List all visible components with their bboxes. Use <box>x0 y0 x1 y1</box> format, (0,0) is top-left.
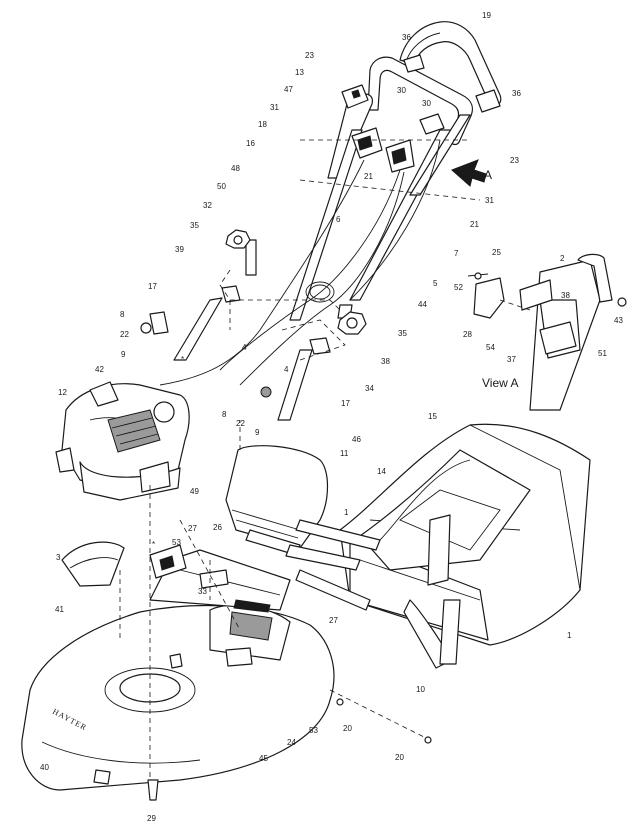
part-label-34: 34 <box>365 384 374 393</box>
part-label-52: 52 <box>454 283 463 292</box>
part-label-36: 36 <box>402 33 411 42</box>
rear-flap <box>61 541 125 587</box>
grass-collector <box>339 423 591 669</box>
part-label-41: 41 <box>55 605 64 614</box>
part-label-27: 27 <box>329 616 338 625</box>
part-label-43: 43 <box>614 316 623 325</box>
star-mark-b: * <box>152 540 155 549</box>
rear-guard-plate <box>225 445 329 556</box>
part-number-callouts: 19 36 23 13 47 30 36 30 31 18 16 23 48 2… <box>40 11 623 823</box>
part-label-23: 23 <box>305 51 314 60</box>
part-label-22: 22 <box>236 419 245 428</box>
part-label-2: 2 <box>560 254 565 263</box>
deck-guide-lines <box>119 420 431 780</box>
part-label-21: 21 <box>364 172 373 181</box>
part-label-16: 16 <box>246 139 255 148</box>
upper-handle-bar <box>289 21 502 321</box>
part-label-6: 6 <box>336 215 341 224</box>
part-label-35: 35 <box>190 221 199 230</box>
handle-clamp-brackets <box>341 54 501 135</box>
deck-side-bracket <box>149 544 187 579</box>
part-label-38: 38 <box>381 357 390 366</box>
part-label-23: 23 <box>510 156 519 165</box>
part-label-8: 8 <box>222 410 227 419</box>
part-label-18: 18 <box>258 120 267 129</box>
part-label-54: 54 <box>486 343 495 352</box>
part-label-25: 25 <box>492 248 501 257</box>
part-label-5: 5 <box>433 279 438 288</box>
part-label-45: 45 <box>259 754 268 763</box>
part-label-30: 30 <box>422 99 431 108</box>
part-label-31: 31 <box>270 103 279 112</box>
handle-knobs <box>140 229 367 398</box>
part-label-13: 13 <box>295 68 304 77</box>
control-levers <box>351 127 415 173</box>
part-label-53: 53 <box>172 538 181 547</box>
part-label-51: 51 <box>598 349 607 358</box>
part-label-17: 17 <box>148 282 157 291</box>
view-a-inset <box>467 253 627 411</box>
part-label-28: 28 <box>463 330 472 339</box>
part-label-4: 4 <box>242 343 247 352</box>
connecting-rods <box>285 519 381 611</box>
part-label-53: 53 <box>309 726 318 735</box>
part-label-3: 3 <box>56 553 61 562</box>
part-label-20: 20 <box>343 724 352 733</box>
part-label-21: 21 <box>470 220 479 229</box>
part-label-9: 9 <box>121 350 126 359</box>
part-label-49: 49 <box>190 487 199 496</box>
arrow-a-label: A <box>484 168 492 182</box>
part-label-29: 29 <box>147 814 156 823</box>
part-label-36: 36 <box>512 89 521 98</box>
part-label-9: 9 <box>255 428 260 437</box>
part-label-48: 48 <box>231 164 240 173</box>
part-label-22: 22 <box>120 330 129 339</box>
part-label-12: 12 <box>58 388 67 397</box>
part-label-8: 8 <box>120 310 125 319</box>
part-label-7: 7 <box>454 249 459 258</box>
part-label-27: 27 <box>188 524 197 533</box>
engine <box>55 381 190 501</box>
part-label-40: 40 <box>40 763 49 772</box>
lower-handle-tubes <box>149 239 353 421</box>
part-label-17: 17 <box>341 399 350 408</box>
part-label-20: 20 <box>395 753 404 762</box>
part-label-14: 14 <box>377 467 386 476</box>
part-label-11: 11 <box>340 449 349 458</box>
part-label-38: 38 <box>561 291 570 300</box>
part-label-47: 47 <box>284 85 293 94</box>
part-label-32: 32 <box>203 201 212 210</box>
part-label-42: 42 <box>95 365 104 374</box>
part-label-24: 24 <box>287 738 296 747</box>
part-label-10: 10 <box>416 685 425 694</box>
part-label-19: 19 <box>482 11 491 20</box>
wheel-bolts <box>147 698 432 801</box>
part-label-50: 50 <box>217 182 226 191</box>
part-label-37: 37 <box>507 355 516 364</box>
part-label-46: 46 <box>352 435 361 444</box>
part-label-1: 1 <box>344 508 349 517</box>
part-label-30: 30 <box>397 86 406 95</box>
view-a-label: View A <box>482 376 518 390</box>
part-label-15: 15 <box>428 412 437 421</box>
handle-guide-lines <box>219 139 481 361</box>
part-label-4: 4 <box>284 365 289 374</box>
part-label-31: 31 <box>485 196 494 205</box>
part-label-39: 39 <box>175 245 184 254</box>
star-mark-a: * <box>181 355 184 364</box>
part-label-33: 33 <box>198 587 207 596</box>
part-label-1: 1 <box>567 631 572 640</box>
control-cables <box>159 139 441 386</box>
part-label-35: 35 <box>398 329 407 338</box>
mower-deck <box>21 604 335 791</box>
part-label-26: 26 <box>213 523 222 532</box>
part-label-44: 44 <box>418 300 427 309</box>
view-a-arrow <box>451 159 487 187</box>
